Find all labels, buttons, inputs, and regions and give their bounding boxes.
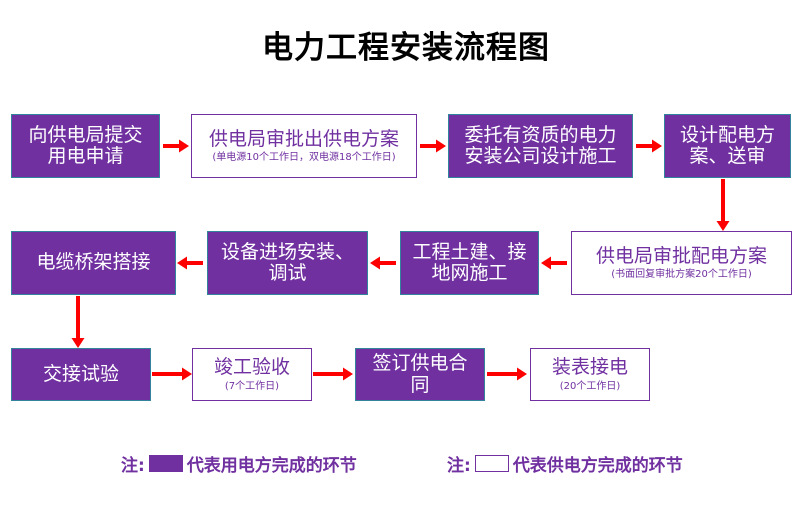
arrow-n4-to-n5 (715, 179, 731, 231)
arrow-n11-to-n12 (487, 366, 527, 382)
flow-node-label: 工程土建、接 地网施工 (412, 240, 527, 284)
legend-customer-swatch (148, 455, 183, 472)
arrow-n10-to-n11 (313, 366, 353, 382)
flow-node-cable-tray-connection[interactable]: 电缆桥架搭接 (11, 231, 176, 295)
arrow-n9-to-n10 (152, 366, 192, 382)
flow-node-design-distribution-plan[interactable]: 设计配电方 案、送审 (664, 114, 791, 178)
flow-node-sign-supply-contract[interactable]: 签订供电合 同 (355, 348, 485, 401)
legend-customer-prefix: 注: (121, 456, 145, 476)
flow-node-duration: (书面回复审批方案20个工作日) (611, 269, 752, 281)
flow-node-duration: (20个工作日) (559, 380, 621, 392)
flow-node-utility-approve-distribution[interactable]: 供电局审批配电方案 (书面回复审批方案20个工作日) (571, 231, 792, 295)
arrow-n6-to-n7 (370, 255, 396, 271)
flow-node-label: 设备进场安装、 调试 (220, 240, 354, 284)
flow-node-label: 设计配电方 案、送审 (679, 123, 775, 167)
flow-node-label: 供电局审批配电方案 (595, 244, 767, 267)
legend-utility-swatch (474, 455, 509, 472)
flow-node-label: 向供电局提交 用电申请 (28, 123, 143, 167)
flow-node-duration: (单电源10个工作日，双电源18个工作日) (212, 152, 396, 164)
legend-utility: 注: 代表供电方完成的环节 (447, 451, 683, 476)
flow-node-label: 交接试验 (42, 362, 119, 385)
flow-node-label: 供电局审批出供电方案 (208, 127, 399, 150)
legend-utility-text: 代表供电方完成的环节 (512, 456, 683, 476)
flow-node-meter-install-energize[interactable]: 装表接电 (20个工作日) (530, 348, 650, 401)
flow-node-completion-acceptance[interactable]: 竣工验收 (7个工作日) (192, 348, 312, 401)
flow-node-utility-approval-plan[interactable]: 供电局审批出供电方案 (单电源10个工作日，双电源18个工作日) (191, 114, 417, 178)
flow-node-duration: (7个工作日) (224, 380, 280, 392)
legend-customer: 注: 代表用电方完成的环节 (121, 451, 357, 476)
flow-node-civil-and-grounding-works[interactable]: 工程土建、接 地网施工 (400, 231, 539, 295)
legend-customer-text: 代表用电方完成的环节 (186, 456, 357, 476)
flow-node-commission-design-company[interactable]: 委托有资质的电力 安装公司设计施工 (448, 114, 633, 178)
arrow-n3-to-n4 (636, 138, 662, 154)
flow-node-label: 装表接电 (551, 356, 628, 379)
arrow-n5-to-n6 (541, 255, 567, 271)
arrow-n8-to-n9 (70, 296, 86, 348)
flow-node-equipment-install-commissioning[interactable]: 设备进场安装、 调试 (207, 231, 368, 295)
flow-node-apply-for-power[interactable]: 向供电局提交 用电申请 (11, 114, 160, 178)
flow-node-label: 电缆桥架搭接 (36, 251, 151, 274)
flow-node-label: 竣工验收 (213, 356, 290, 379)
arrow-n2-to-n3 (420, 138, 446, 154)
arrow-n1-to-n2 (163, 138, 189, 154)
arrow-n7-to-n8 (177, 255, 203, 271)
flow-node-handover-test[interactable]: 交接试验 (11, 348, 151, 401)
flow-node-label: 签订供电合 同 (372, 352, 468, 396)
page-title: 电力工程安装流程图 (262, 30, 550, 66)
legend-utility-prefix: 注: (447, 456, 471, 476)
flow-node-label: 委托有资质的电力 安装公司设计施工 (464, 123, 617, 167)
